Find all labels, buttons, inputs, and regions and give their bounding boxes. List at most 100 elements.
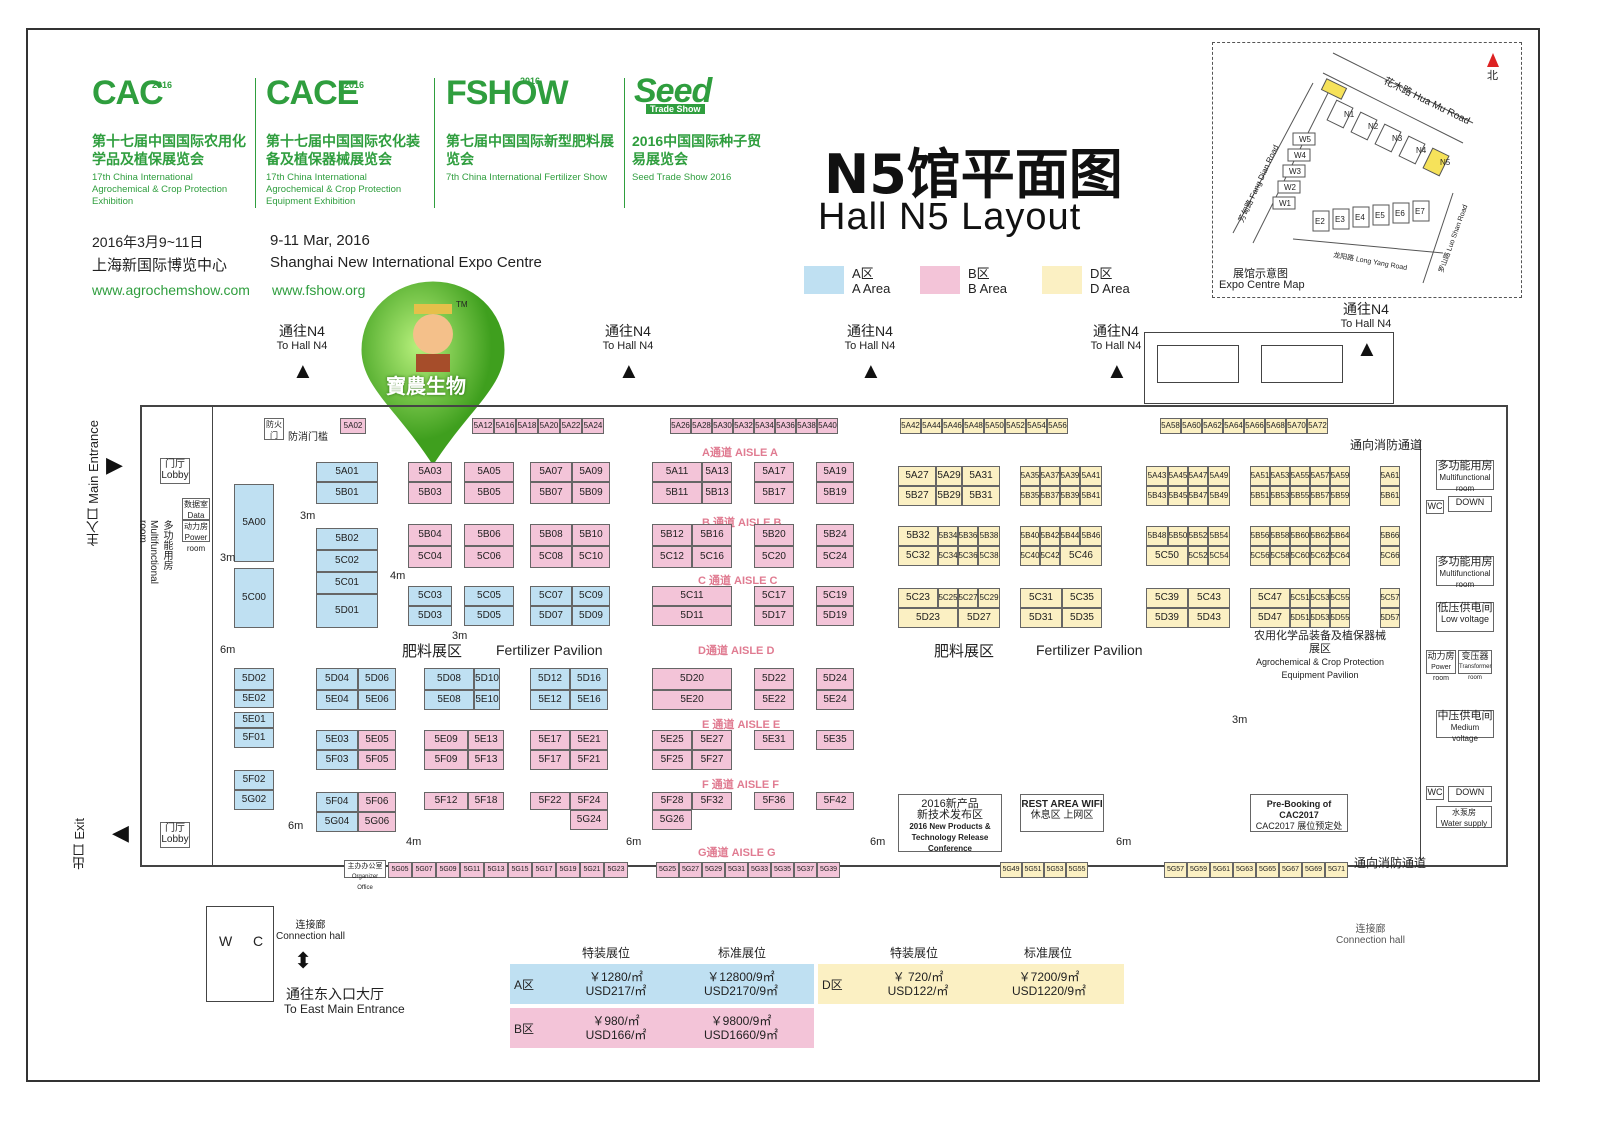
url-fshow[interactable]: www.fshow.org xyxy=(272,282,366,298)
booth-5b12[interactable]: 5B12 xyxy=(652,524,692,546)
booth-5c55[interactable]: 5C55 xyxy=(1330,588,1350,608)
booth-5b57[interactable]: 5B57 xyxy=(1310,486,1330,506)
booth-5a32[interactable]: 5A32 xyxy=(733,418,754,434)
booth-5c10[interactable]: 5C10 xyxy=(572,546,610,568)
booth-5c23[interactable]: 5C23 xyxy=(898,588,938,608)
booth-5c29[interactable]: 5C29 xyxy=(978,588,1000,608)
booth-5c50[interactable]: 5C50 xyxy=(1146,546,1188,566)
booth-5c35[interactable]: 5C35 xyxy=(1062,588,1102,608)
booth-5b32[interactable]: 5B32 xyxy=(898,526,938,546)
booth-5a72[interactable]: 5A72 xyxy=(1307,418,1328,434)
booth-5b01[interactable]: 5B01 xyxy=(316,482,378,504)
booth-5c46[interactable]: 5C46 xyxy=(1060,546,1102,566)
booth-5b42[interactable]: 5B42 xyxy=(1040,526,1060,546)
booth-5a01[interactable]: 5A01 xyxy=(316,462,378,482)
booth-5f05[interactable]: 5F05 xyxy=(358,750,396,770)
booth-5b49[interactable]: 5B49 xyxy=(1208,486,1230,506)
booth-5e24[interactable]: 5E24 xyxy=(816,690,854,710)
booth-5c16[interactable]: 5C16 xyxy=(692,546,732,568)
booth-5e13[interactable]: 5E13 xyxy=(468,730,504,750)
booth-5c57[interactable]: 5C57 xyxy=(1380,588,1400,608)
booth-5g24[interactable]: 5G24 xyxy=(570,810,608,830)
booth-5b17[interactable]: 5B17 xyxy=(754,482,794,504)
booth-5b43[interactable]: 5B43 xyxy=(1146,486,1168,506)
booth-5b60[interactable]: 5B60 xyxy=(1290,526,1310,546)
booth-5c51[interactable]: 5C51 xyxy=(1290,588,1310,608)
booth-5a52[interactable]: 5A52 xyxy=(1005,418,1026,434)
booth-5g07[interactable]: 5G07 xyxy=(412,862,436,878)
booth-5d09[interactable]: 5D09 xyxy=(572,606,610,626)
booth-5a34[interactable]: 5A34 xyxy=(754,418,775,434)
booth-5a07[interactable]: 5A07 xyxy=(530,462,572,482)
booth-5d17[interactable]: 5D17 xyxy=(754,606,794,626)
booth-5g29[interactable]: 5G29 xyxy=(702,862,725,878)
booth-5d07[interactable]: 5D07 xyxy=(530,606,572,626)
booth-5b55[interactable]: 5B55 xyxy=(1290,486,1310,506)
booth-5f09[interactable]: 5F09 xyxy=(424,750,468,770)
booth-5g55[interactable]: 5G55 xyxy=(1066,862,1088,878)
booth-5c31[interactable]: 5C31 xyxy=(1020,588,1062,608)
booth-5g33[interactable]: 5G33 xyxy=(748,862,771,878)
booth-5a66[interactable]: 5A66 xyxy=(1244,418,1265,434)
booth-5f02[interactable]: 5F02 xyxy=(234,770,274,790)
booth-5e35[interactable]: 5E35 xyxy=(816,730,854,750)
booth-5c66[interactable]: 5C66 xyxy=(1380,546,1400,566)
booth-5a54[interactable]: 5A54 xyxy=(1026,418,1047,434)
booth-5a51[interactable]: 5A51 xyxy=(1250,466,1270,486)
booth-5g59[interactable]: 5G59 xyxy=(1187,862,1210,878)
booth-5b39[interactable]: 5B39 xyxy=(1060,486,1080,506)
booth-5c60[interactable]: 5C60 xyxy=(1290,546,1310,566)
booth-5b05[interactable]: 5B05 xyxy=(464,482,514,504)
booth-5b52[interactable]: 5B52 xyxy=(1188,526,1208,546)
booth-5f25[interactable]: 5F25 xyxy=(652,750,692,770)
booth-5c11[interactable]: 5C11 xyxy=(652,586,732,606)
booth-5g69[interactable]: 5G69 xyxy=(1302,862,1325,878)
booth-5c12[interactable]: 5C12 xyxy=(652,546,692,568)
booth-5b46[interactable]: 5B46 xyxy=(1080,526,1102,546)
booth-5a38[interactable]: 5A38 xyxy=(796,418,817,434)
booth-5b64[interactable]: 5B64 xyxy=(1330,526,1350,546)
booth-5d08[interactable]: 5D08 xyxy=(424,668,474,690)
booth-5a47[interactable]: 5A47 xyxy=(1188,466,1208,486)
booth-5g27[interactable]: 5G27 xyxy=(679,862,702,878)
booth-5g53[interactable]: 5G53 xyxy=(1044,862,1066,878)
booth-5c07[interactable]: 5C07 xyxy=(530,586,572,606)
booth-5f22[interactable]: 5F22 xyxy=(530,792,570,810)
booth-5e31[interactable]: 5E31 xyxy=(754,730,794,750)
booth-5e12[interactable]: 5E12 xyxy=(530,690,570,710)
booth-5e10[interactable]: 5E10 xyxy=(474,690,500,710)
booth-5a22[interactable]: 5A22 xyxy=(560,418,582,434)
booth-5e02[interactable]: 5E02 xyxy=(234,690,274,708)
booth-5b34[interactable]: 5B34 xyxy=(938,526,958,546)
booth-5g15[interactable]: 5G15 xyxy=(508,862,532,878)
booth-5c42[interactable]: 5C42 xyxy=(1040,546,1060,566)
booth-5c04[interactable]: 5C04 xyxy=(408,546,452,568)
booth-5d47[interactable]: 5D47 xyxy=(1250,608,1290,628)
booth-5c03[interactable]: 5C03 xyxy=(408,586,452,606)
booth-5g63[interactable]: 5G63 xyxy=(1233,862,1256,878)
booth-5b02[interactable]: 5B02 xyxy=(316,528,378,550)
booth-5d35[interactable]: 5D35 xyxy=(1062,608,1102,628)
booth-5a56[interactable]: 5A56 xyxy=(1047,418,1068,434)
booth-5g35[interactable]: 5G35 xyxy=(771,862,794,878)
booth-5c53[interactable]: 5C53 xyxy=(1310,588,1330,608)
booth-5g71[interactable]: 5G71 xyxy=(1325,862,1348,878)
booth-5c62[interactable]: 5C62 xyxy=(1310,546,1330,566)
booth-5e09[interactable]: 5E09 xyxy=(424,730,468,750)
booth-5c02[interactable]: 5C02 xyxy=(316,550,378,572)
booth-5a59[interactable]: 5A59 xyxy=(1330,466,1350,486)
booth-5f13[interactable]: 5F13 xyxy=(468,750,504,770)
booth-5e06[interactable]: 5E06 xyxy=(358,690,396,710)
booth-5c36[interactable]: 5C36 xyxy=(958,546,978,566)
booth-5c25[interactable]: 5C25 xyxy=(938,588,958,608)
booth-5a42[interactable]: 5A42 xyxy=(900,418,921,434)
booth-5g02[interactable]: 5G02 xyxy=(234,790,274,810)
booth-5d57[interactable]: 5D57 xyxy=(1380,608,1400,628)
booth-5c06[interactable]: 5C06 xyxy=(464,546,514,568)
booth-5f03[interactable]: 5F03 xyxy=(316,750,358,770)
booth-5a16[interactable]: 5A16 xyxy=(494,418,516,434)
booth-5b50[interactable]: 5B50 xyxy=(1168,526,1188,546)
booth-5g04[interactable]: 5G04 xyxy=(316,812,358,832)
booth-5a18[interactable]: 5A18 xyxy=(516,418,538,434)
booth-5a40[interactable]: 5A40 xyxy=(817,418,838,434)
